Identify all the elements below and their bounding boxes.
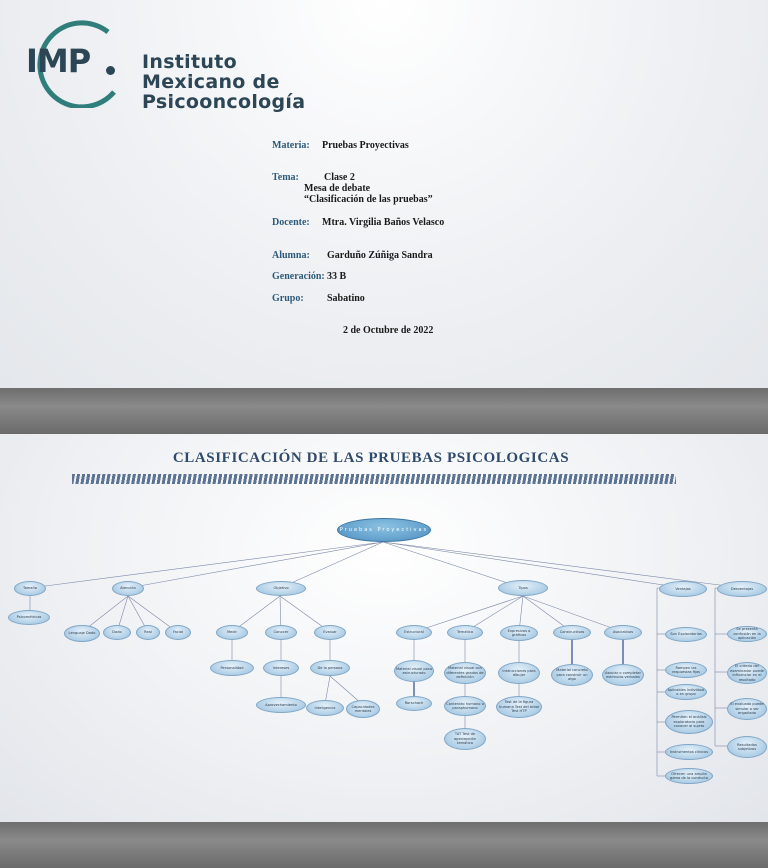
- node-material-grados: Material visual con diferentes grados de…: [444, 662, 486, 684]
- imp-logo: IMP Instituto Mexicano de Psicooncología: [22, 18, 305, 112]
- logo-line-1: Instituto: [142, 51, 237, 73]
- materia-value: Pruebas Proyectivas: [322, 140, 409, 151]
- node-contenido-humano: Contenido humano o paraphumano: [444, 696, 486, 716]
- fecha: 2 de Octubre de 2022: [343, 325, 434, 336]
- tema-line-2: Mesa de debate: [304, 183, 371, 194]
- node-conocer: Conocer: [265, 625, 297, 640]
- divider-band: [0, 388, 768, 434]
- docente-label: Docente:: [272, 217, 310, 228]
- logo-arc-icon: [37, 20, 116, 108]
- node-psicometricas: Psicométricas: [8, 610, 50, 625]
- node-instrucciones-dibujar: Instrucciones para dibujar: [498, 662, 540, 684]
- map-title: CLASIFICACIÓN DE LAS PRUEBAS PSICOLOGICA…: [172, 450, 570, 466]
- node-asociar: Asociar o completar estímulos verbales: [602, 664, 644, 686]
- grupo-label: Grupo:: [272, 293, 304, 304]
- node-instrumentos: Instrumentos clínicos: [665, 744, 713, 760]
- bottom-band: [0, 822, 768, 868]
- cover-slide: IMP Instituto Mexicano de Psicooncología…: [0, 0, 768, 388]
- alumna-value: Garduño Zúñiga Sandra: [327, 250, 433, 261]
- node-permiten: Permiten el análisis exploratorio para c…: [665, 710, 713, 734]
- node-ofrecen: Ofrecen una amplia gama de la conducta: [665, 768, 713, 784]
- node-rorschach: Rorschach: [396, 696, 432, 711]
- logo-abbr: IMP: [26, 42, 91, 80]
- materia-label: Materia:: [272, 140, 310, 151]
- node-desventajas: Desventajas: [717, 581, 767, 597]
- node-rompen: Rompen las respuestas fijas: [665, 662, 707, 678]
- node-ventajas: Ventajas: [659, 581, 707, 597]
- node-lenguaje: Lenguaje Dado: [64, 625, 100, 642]
- node-real: Real: [136, 625, 160, 640]
- node-objetivo: Objetivo: [256, 581, 306, 596]
- node-tematica: Temática: [447, 625, 483, 640]
- node-criterio: El criterio del examinador puede influen…: [727, 662, 767, 684]
- node-simular: El evaluado puede simular o ser engañado: [727, 698, 767, 720]
- tema-label: Tema:: [272, 172, 299, 183]
- concept-map-slide: CLASIFICACIÓN DE LAS PRUEBAS PSICOLOGICA…: [0, 434, 768, 822]
- node-estructural: Estructural: [396, 625, 432, 640]
- node-subjetivos: Resultados subjetivos: [727, 736, 767, 758]
- node-test-figura: Test de la figura humana Test del árbol …: [496, 696, 542, 718]
- node-intereses: Intereses: [263, 660, 299, 676]
- generacion-label: Generación:: [272, 271, 325, 282]
- node-constructivas: Constructivas: [553, 625, 591, 640]
- node-exploratorias: Son Exploratorias: [665, 627, 707, 642]
- node-personalidad: Personalidad: [210, 660, 254, 676]
- node-aplicables: Aplicables individual o en grupo: [665, 684, 707, 700]
- generacion-value: 33 B: [327, 271, 347, 282]
- node-dado: Dado: [103, 625, 131, 640]
- node-medir: Medir: [216, 625, 248, 640]
- node-asociativas: Asociativas: [604, 625, 642, 640]
- node-material-poco: Material visual poco estructurado: [394, 660, 434, 682]
- tema-line-3: “Clasificación de las pruebas”: [304, 194, 433, 205]
- docente-value: Mtra. Virgilia Baños Velasco: [322, 217, 445, 228]
- node-material-concreto: Material concreto para construir un algo: [551, 664, 593, 686]
- node-facial: Facial: [165, 625, 191, 640]
- node-evaluar: Evaluar: [314, 625, 346, 640]
- root-node: Pruebas Proyectivas: [337, 518, 431, 542]
- grupo-value: Sabatino: [327, 293, 365, 304]
- logo-dot-icon: [106, 66, 115, 75]
- node-tamano: Tamaño: [14, 581, 46, 596]
- node-inteligencia: Inteligencia: [306, 700, 344, 716]
- node-confusion: Se presenta confusión en la aplicación: [727, 626, 767, 642]
- node-tat: TAT Test de apercepción temática: [444, 728, 486, 750]
- logo-line-3: Psicooncología: [142, 91, 306, 113]
- tema-line-1: Clase 2: [324, 172, 355, 183]
- title-underline: [72, 474, 676, 484]
- node-expresivas: Expresivas o gráficas: [500, 625, 538, 641]
- logo-text: Instituto Mexicano de Psicooncología: [142, 52, 305, 112]
- logo-line-2: Mexicano de: [142, 71, 280, 93]
- node-aprovechamiento: Aprovechamiento: [256, 697, 306, 713]
- node-tipos: Tipos: [498, 580, 548, 596]
- node-capacidades: Capacidades mentales: [346, 700, 380, 718]
- node-de-la-persona: De la persona: [310, 660, 350, 676]
- alumna-label: Alumna:: [272, 250, 310, 261]
- node-atencion: Atención: [112, 581, 144, 596]
